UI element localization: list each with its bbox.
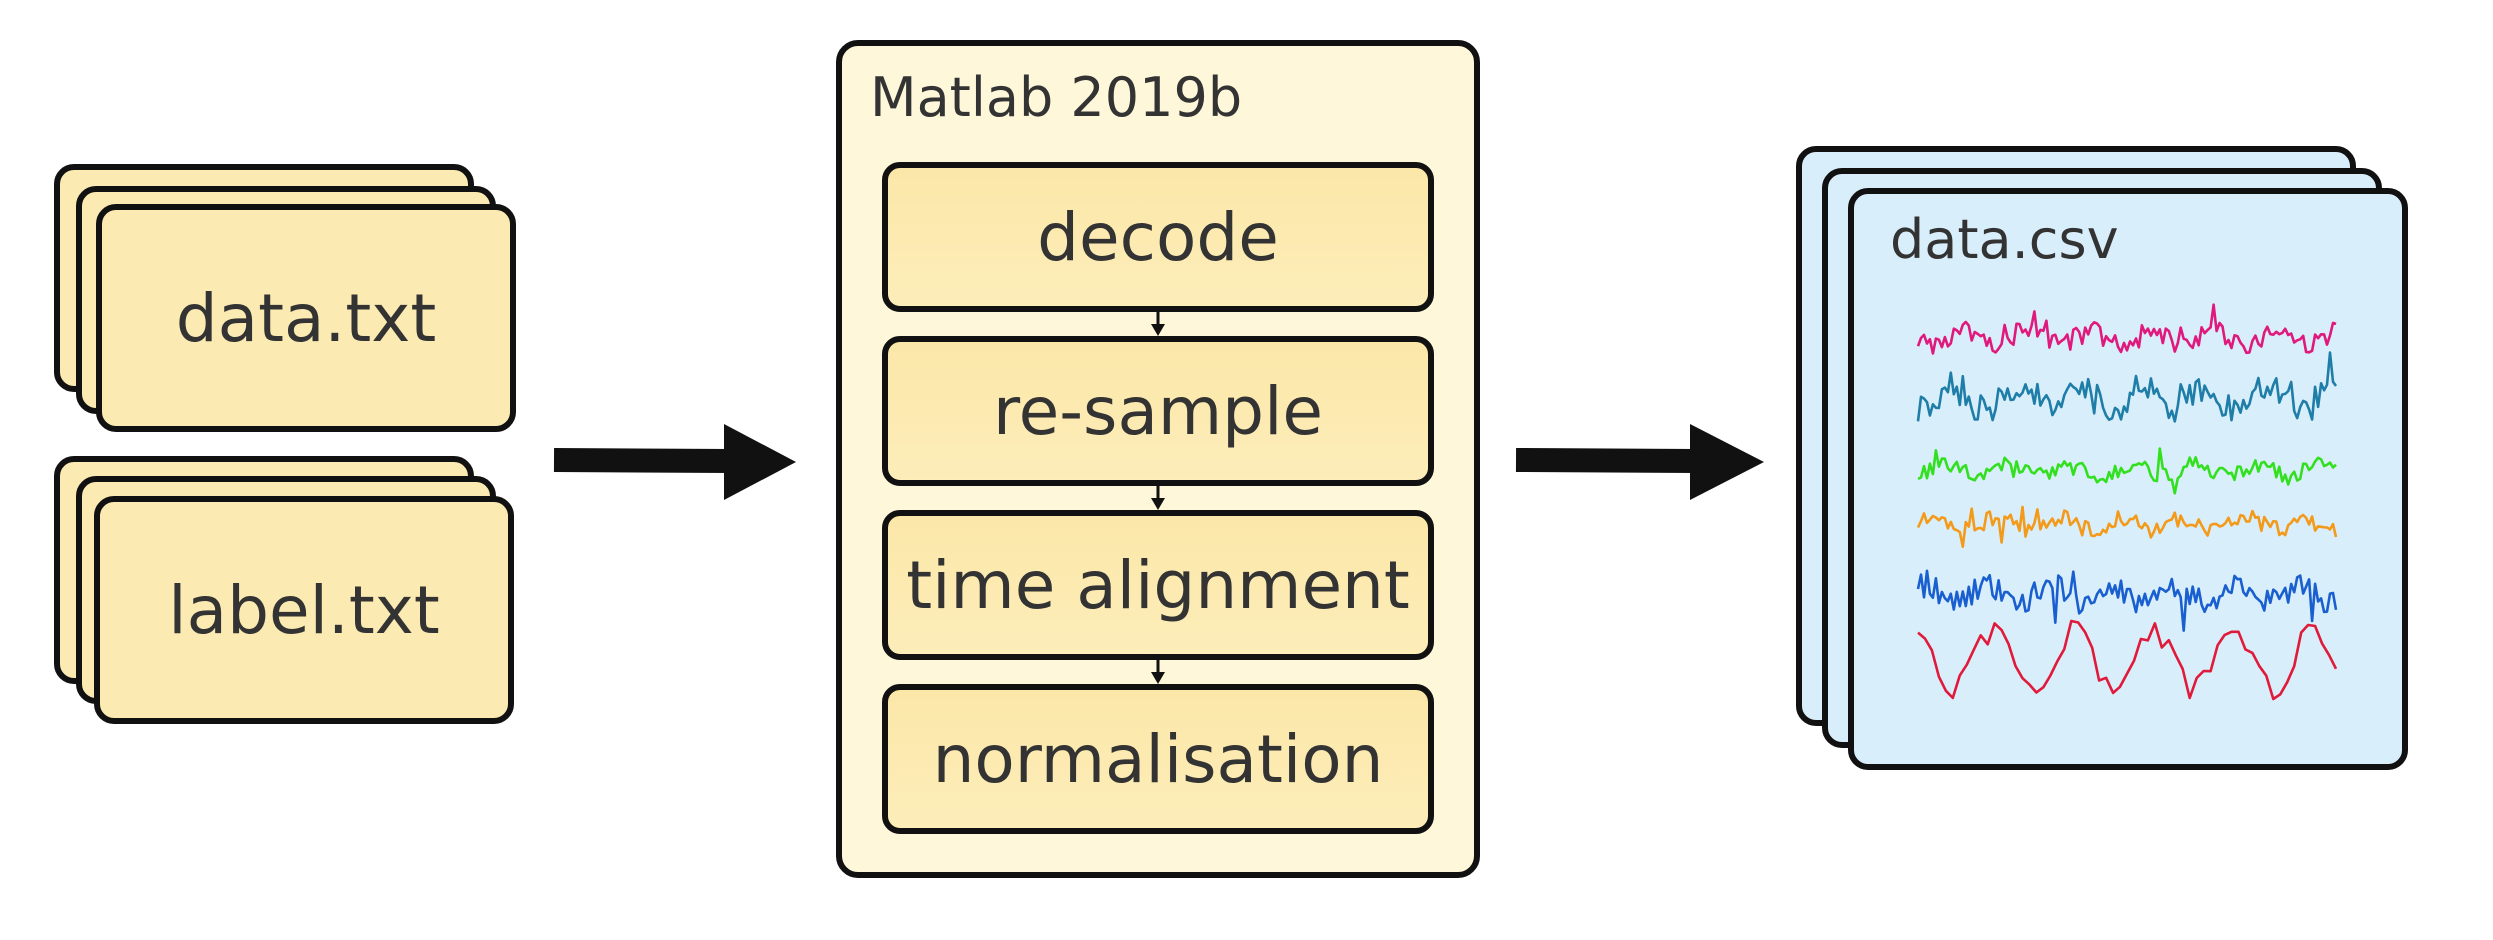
step-arrow-2 — [1151, 486, 1165, 510]
data-file-label: data.txt — [175, 279, 437, 357]
step-time-alignment: time alignment — [882, 510, 1434, 660]
label-file-card: label.txt — [94, 496, 514, 724]
step-arrow-1 — [1151, 312, 1165, 336]
signal-trace-5 — [1916, 569, 2338, 632]
label-file-label: label.txt — [168, 571, 440, 649]
matlab-panel-title: Matlab 2019b — [870, 66, 1243, 129]
signal-trace-6 — [1917, 619, 2338, 701]
signal-trace-3 — [1917, 447, 2337, 495]
csv-file-label: data.csv — [1890, 208, 2119, 271]
step-resample: re-sample — [882, 336, 1434, 486]
step-decode: decode — [882, 162, 1434, 312]
signal-trace-1 — [1916, 303, 2337, 355]
signal-traces — [1916, 303, 2338, 701]
data-file-card: data.txt — [96, 204, 516, 432]
step-arrow-3 — [1151, 660, 1165, 684]
step-normalisation: normalisation — [882, 684, 1434, 834]
signal-trace-2 — [1916, 351, 2338, 423]
input-to-matlab-arrow — [553, 424, 796, 500]
matlab-to-output-arrow — [1515, 424, 1764, 500]
signal-trace-4 — [1916, 505, 2338, 549]
